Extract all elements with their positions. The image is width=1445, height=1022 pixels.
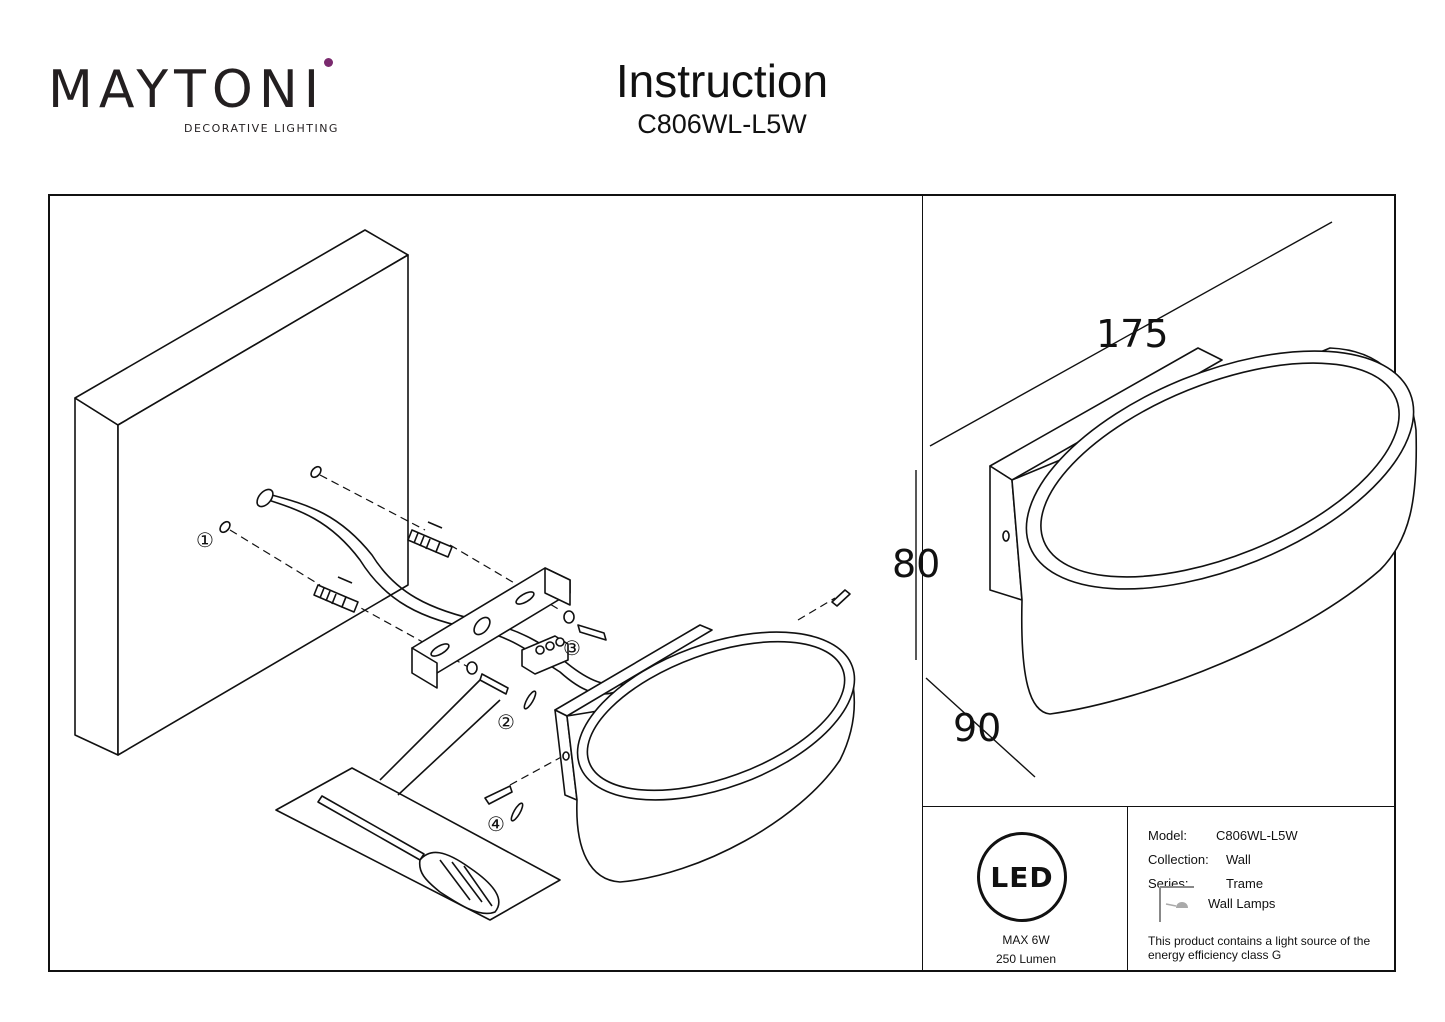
wall-plug-upper — [407, 529, 453, 558]
step-3-label: ③ — [563, 638, 581, 660]
dimension-depth: 90 — [953, 706, 1002, 750]
screw-3 — [577, 624, 607, 641]
luminaire-exploded — [554, 624, 856, 883]
step-1-label: ① — [196, 530, 214, 552]
screwdriver-shaft — [317, 795, 425, 861]
screw-2 — [479, 673, 509, 695]
terminal-block — [521, 635, 569, 675]
led-badge-icon: LED — [977, 832, 1067, 922]
brand-logo: MAYTONI DECORATIVE LIGHTING — [48, 58, 348, 135]
wall-plug-lower — [313, 584, 359, 613]
mounting-bracket — [411, 567, 571, 689]
type-value: Wall Lamps — [1208, 896, 1276, 911]
power-rating: MAX 6W — [1002, 933, 1050, 947]
luminaire-dimensioned — [989, 347, 1418, 715]
wall-hole-lower — [219, 520, 231, 534]
energy-note-2: energy efficiency class G — [1148, 948, 1282, 962]
wall-front — [74, 397, 119, 756]
divider-spec — [1127, 806, 1128, 972]
collection-label: Collection: — [1148, 852, 1209, 867]
model-code: C806WL-L5W — [637, 109, 807, 139]
model-label: Model: — [1148, 828, 1188, 843]
brand-name: MAYTONI — [48, 60, 326, 120]
divider-horizontal — [922, 806, 1396, 807]
led-label: LED — [990, 860, 1054, 894]
wall-hole-upper — [310, 465, 322, 479]
energy-note-1: This product contains a light source of … — [1148, 934, 1371, 948]
model-value: C806WL-L5W — [1216, 828, 1298, 843]
step-4-label: ④ — [487, 814, 505, 836]
screw-4 — [484, 785, 513, 805]
dimension-width: 175 — [1096, 312, 1169, 356]
divider-vertical — [922, 194, 923, 972]
brand-dot-icon — [324, 58, 333, 67]
diagram-frame — [48, 194, 1396, 972]
screw-top — [831, 589, 851, 607]
step-2-label: ② — [497, 712, 515, 734]
lumen-rating: 250 Lumen — [995, 952, 1057, 966]
screwdriver-panel — [275, 679, 561, 921]
dimension-height: 80 — [892, 542, 941, 586]
page-title: Instruction — [615, 55, 829, 107]
brand-tagline: DECORATIVE LIGHTING — [184, 122, 339, 135]
series-value: Trame — [1226, 876, 1264, 891]
wall-lamp-icon — [1159, 886, 1194, 922]
collection-value: Wall — [1226, 852, 1251, 867]
